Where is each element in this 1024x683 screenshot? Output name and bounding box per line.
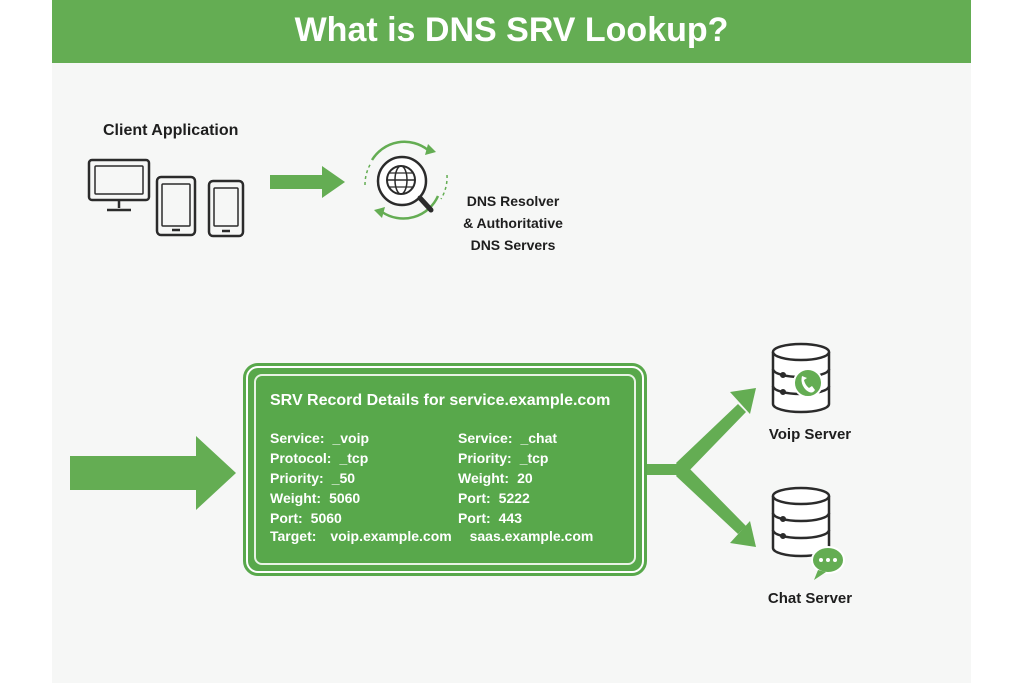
voip-target: voip.example.com xyxy=(330,528,452,544)
client-application-label: Client Application xyxy=(103,122,239,139)
desktop-monitor-icon xyxy=(87,158,151,212)
field-key: Service: xyxy=(270,430,325,446)
chat-target: saas.example.com xyxy=(469,528,594,544)
voip-record-column: Service: _voip Protocol: _tcp Priority: _50… xyxy=(270,428,369,528)
srv-record-box: SRV Record Details for service.example.c… xyxy=(243,363,647,576)
page-title: What is DNS SRV Lookup? xyxy=(294,11,729,49)
chat-field-row: Port: 443 xyxy=(458,508,557,528)
field-value: 5060 xyxy=(329,490,361,506)
field-key: Protocol: xyxy=(270,450,332,466)
branch-arrows xyxy=(644,388,756,547)
dns-label-line-1: DNS Resolver xyxy=(466,193,560,209)
target-key: Target: xyxy=(270,528,317,544)
field-key: Port: xyxy=(458,510,491,526)
chat-bubble-badge-icon xyxy=(811,546,845,580)
dns-label-line-3: DNS Servers xyxy=(470,237,556,253)
field-value: 443 xyxy=(498,510,523,526)
voip-field-row: Priority: _50 xyxy=(270,468,369,488)
arrow-into-srv-box xyxy=(70,436,236,510)
dns-label-line-2: & Authoritative xyxy=(463,215,563,231)
chat-field-row: Priority: _tcp xyxy=(458,448,557,468)
tablet-icon xyxy=(155,175,197,237)
chat-server-label: Chat Server xyxy=(767,590,853,607)
chat-record-column: Service: _chat Priority: _tcp Weight: 20 Po… xyxy=(458,428,557,528)
field-value: _tcp xyxy=(519,450,549,466)
voip-field-row: Port: 5060 xyxy=(270,508,369,528)
phone-call-badge-icon xyxy=(793,368,823,398)
voip-field-row: Protocol: _tcp xyxy=(270,448,369,468)
field-value: 20 xyxy=(517,470,533,486)
target-row: Target: voip.example.com saas.example.co… xyxy=(270,528,593,544)
dns-globe-search-icon xyxy=(364,140,448,220)
field-key: Weight: xyxy=(458,470,510,486)
chat-field-row: Port: 5222 xyxy=(458,488,557,508)
field-key: Priority: xyxy=(458,450,512,466)
voip-field-row: Weight: 5060 xyxy=(270,488,369,508)
field-value: _voip xyxy=(332,430,370,446)
field-value: 5060 xyxy=(310,510,342,526)
chat-field-row: Service: _chat xyxy=(458,428,557,448)
srv-record-inner-border xyxy=(254,374,636,565)
field-key: Service: xyxy=(458,430,513,446)
voip-server-label: Voip Server xyxy=(768,426,852,443)
database-server-icon xyxy=(771,486,831,558)
field-value: _chat xyxy=(520,430,558,446)
voip-field-row: Service: _voip xyxy=(270,428,369,448)
arrow-client-to-dns xyxy=(270,166,345,198)
field-value: _tcp xyxy=(339,450,369,466)
field-key: Priority: xyxy=(270,470,324,486)
field-key: Weight: xyxy=(270,490,322,506)
field-value: 5222 xyxy=(498,490,530,506)
field-key: Port: xyxy=(458,490,491,506)
title-banner: What is DNS SRV Lookup? xyxy=(52,0,971,63)
field-value: _50 xyxy=(331,470,356,486)
phone-icon xyxy=(207,179,245,238)
srv-record-heading: SRV Record Details for service.example.c… xyxy=(270,392,611,409)
field-key: Port: xyxy=(270,510,303,526)
chat-field-row: Weight: 20 xyxy=(458,468,557,488)
